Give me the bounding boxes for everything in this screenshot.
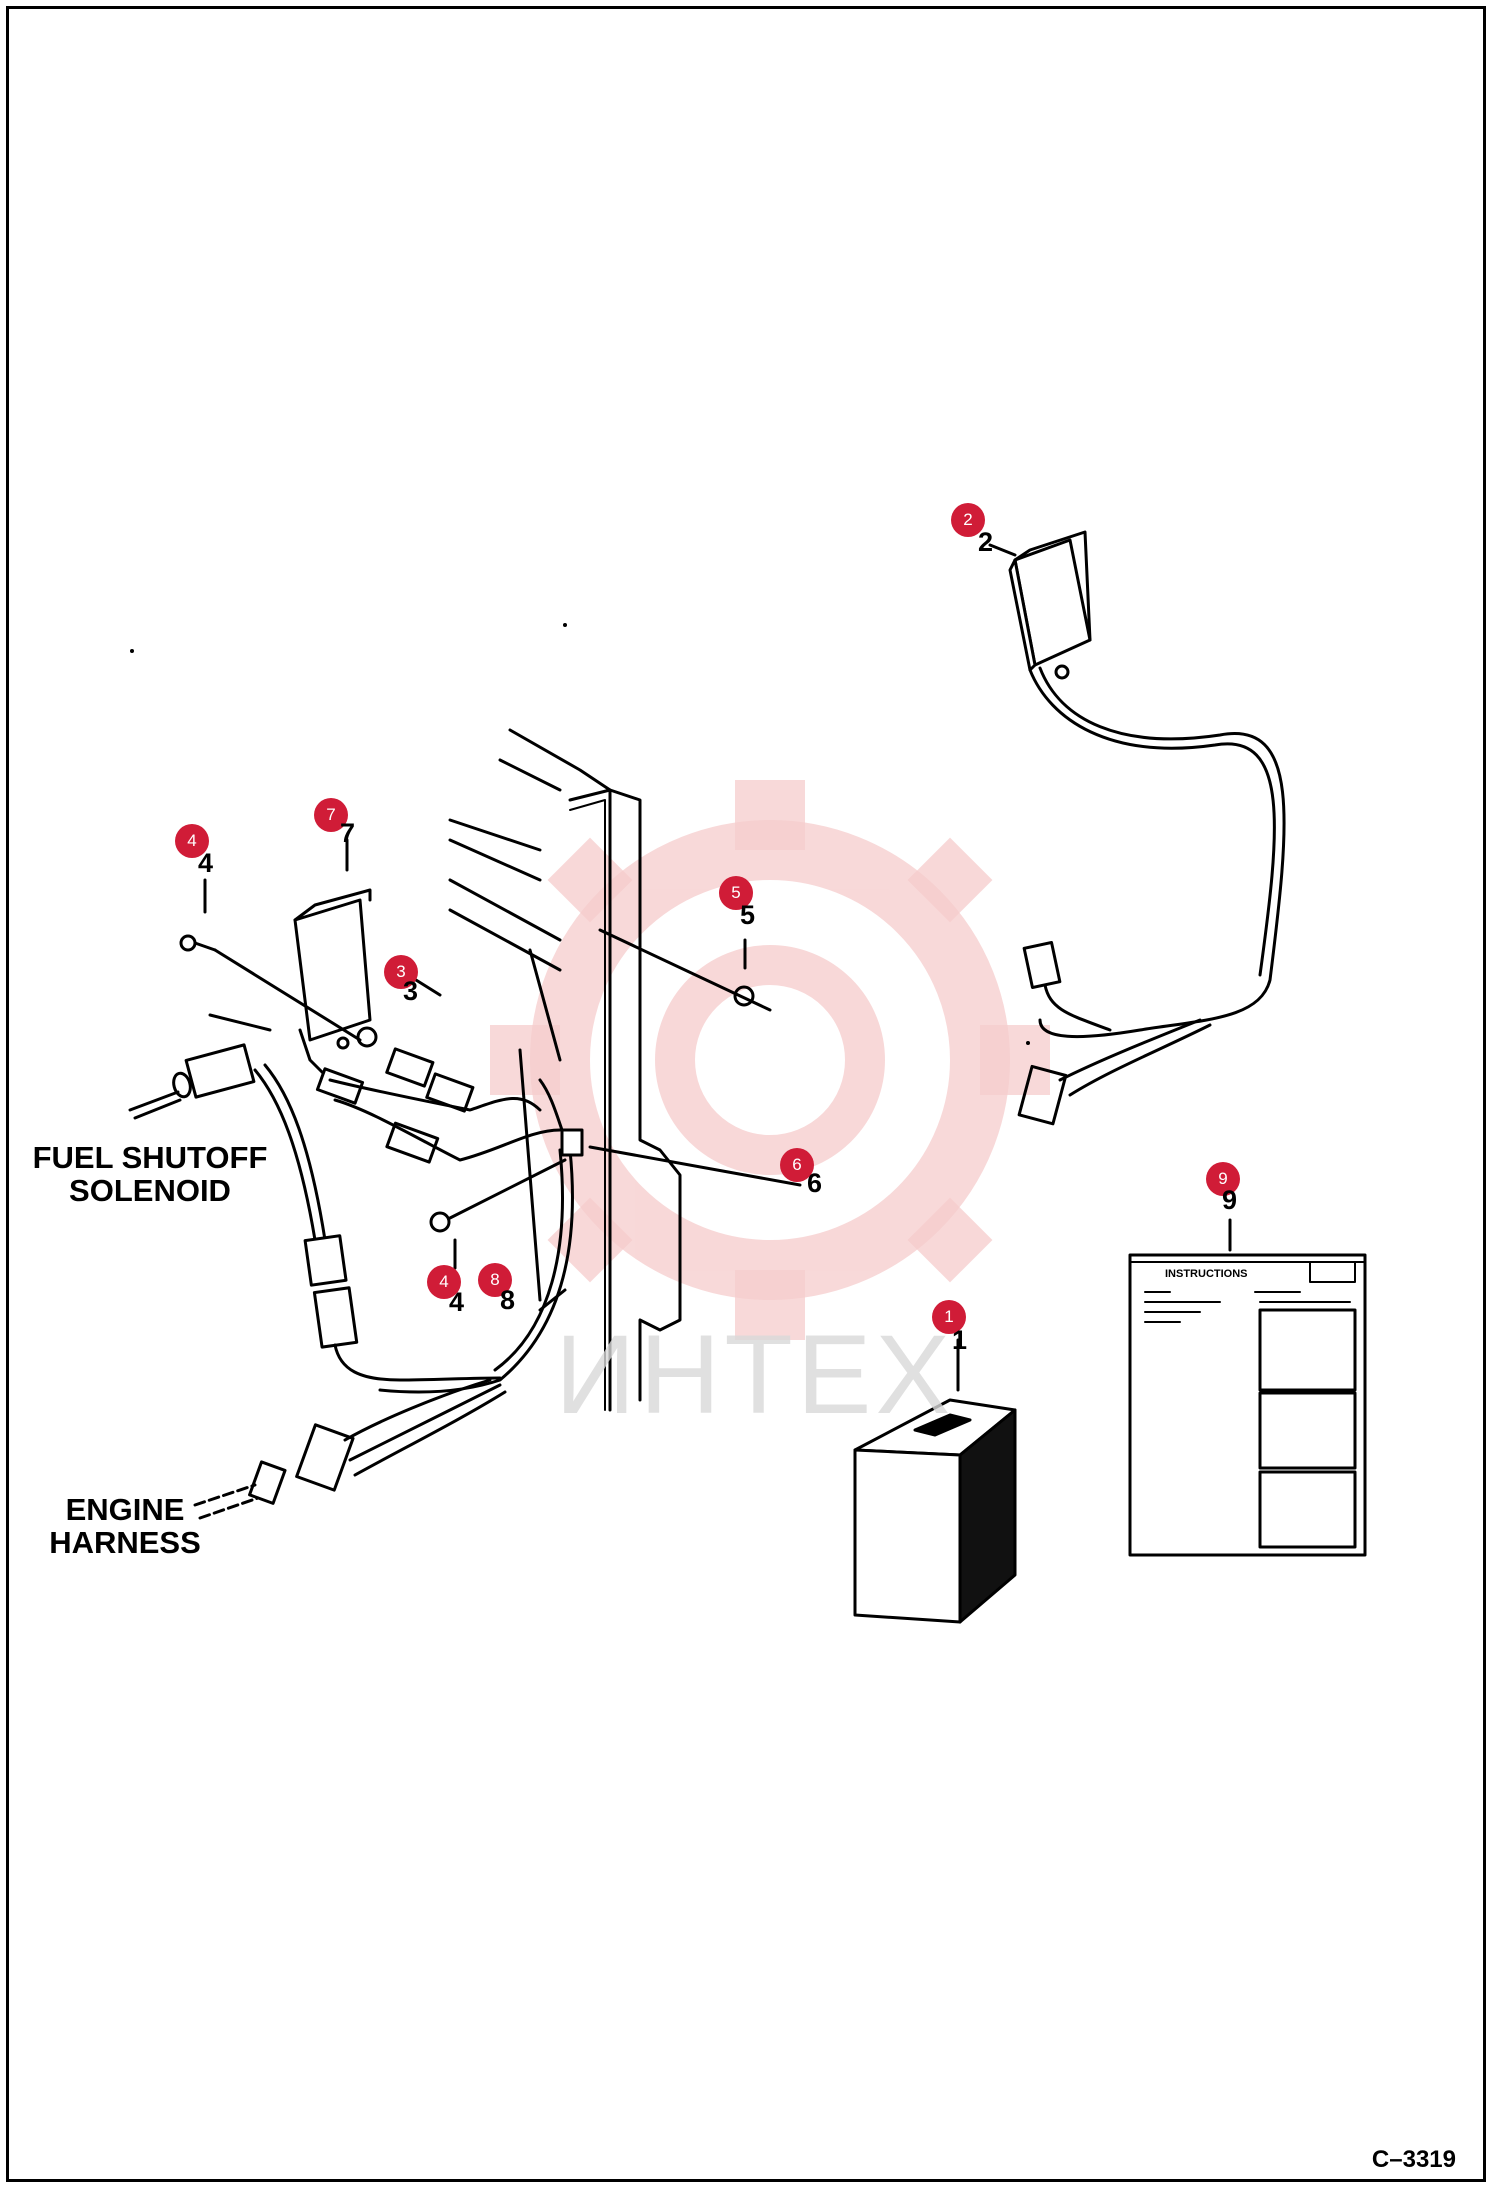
callout-9: 9 [1206,1162,1240,1196]
machine-panel [448,728,682,1412]
part-number-4-bottom: 4 [449,1287,465,1317]
watermark-text: ИНТЕХ [555,1312,955,1437]
part-9-instruction-sheet [1128,1253,1367,1557]
callout-4-top: 4 [175,824,209,858]
part-number-8: 8 [500,1285,516,1315]
engine-harness-label: ENGINE HARNESS [49,1492,201,1560]
part-number-7: 7 [340,818,356,848]
callout-8: 8 [478,1263,512,1297]
callout-1: 1 [932,1300,966,1334]
part-2-relay [1008,530,1286,1126]
fuel-shutoff-solenoid [128,1013,502,1382]
fasteners [179,928,802,1233]
engine-harness-plug [193,1378,507,1520]
diagram-frame [6,6,1486,2182]
part-number-3: 3 [403,976,419,1006]
part-7-relay [293,888,372,1087]
part-number-5: 5 [740,900,756,930]
part-number-2: 2 [978,527,994,557]
leader-lines [203,543,1232,1392]
callout-3: 3 [384,955,418,989]
instructions-title: INSTRUCTIONS [1165,1268,1248,1280]
part-number-6: 6 [807,1168,823,1198]
harness-connectors [315,1047,584,1394]
part-number-9: 9 [1222,1185,1238,1215]
fuel-shutoff-label: FUEL SHUTOFF SOLENOID [32,1140,268,1208]
part-1-box [853,1398,1017,1624]
figure-id: C–3319 [1371,2146,1456,2173]
callout-5: 5 [719,876,753,910]
callout-4-bottom: 4 [427,1265,461,1299]
part-number-4-top: 4 [198,848,214,878]
part-number-1: 1 [952,1325,968,1355]
callout-2: 2 [951,503,985,537]
callout-6: 6 [780,1148,814,1182]
watermark-gear-icon [530,820,1010,1300]
callout-7: 7 [314,798,348,832]
